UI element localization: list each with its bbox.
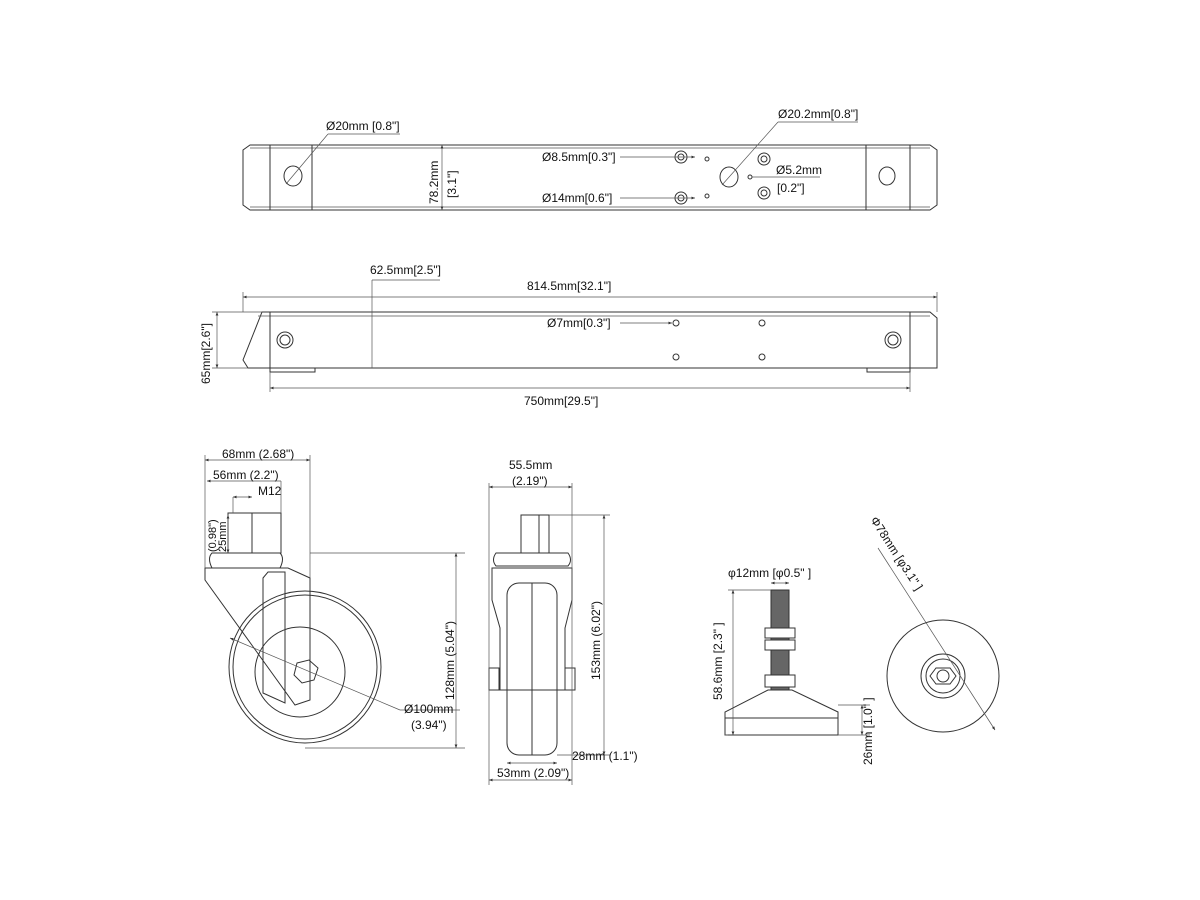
label-height-153: 153mm (6.02") bbox=[589, 601, 603, 680]
label-tread: 28mm (1.1") bbox=[572, 749, 638, 763]
label-stud: φ12mm [φ0.5" ] bbox=[728, 566, 811, 580]
label-fork: 53mm (2.09") bbox=[497, 766, 569, 780]
label-foot-height: 58.6mm [2.3" ] bbox=[711, 622, 725, 700]
label-offset: 62.5mm[2.5"] bbox=[370, 263, 441, 277]
label-hole-7: Ø7mm[0.3"] bbox=[547, 316, 611, 330]
label-overall-length: 814.5mm[32.1"] bbox=[527, 279, 611, 293]
label-height-128: 128mm (5.04") bbox=[443, 621, 457, 700]
label-hole-large-left: Ø20mm [0.8"] bbox=[326, 119, 400, 133]
top-view: Ø20mm [0.8"] Ø20.2mm[0.8"] Ø8.5mm[0.3"] … bbox=[242, 107, 938, 211]
label-hole-5-2-in: [0.2"] bbox=[777, 181, 805, 195]
label-height: 65mm[2.6"] bbox=[199, 323, 213, 384]
label-base-length: 750mm[29.5"] bbox=[524, 394, 598, 408]
label-hole-5-2: Ø5.2mm bbox=[776, 163, 822, 177]
label-hole-8-5: Ø8.5mm[0.3"] bbox=[542, 150, 616, 164]
label-base-diameter: Φ78mm [φ3.1" ] bbox=[867, 514, 925, 593]
side-view: 62.5mm[2.5"] 814.5mm[32.1"] Ø7mm[0.3"] 6… bbox=[199, 263, 938, 408]
caster-front-view: 55.5mm (2.19") 153mm (6.02") 28mm (1.1")… bbox=[488, 458, 638, 785]
leveling-foot: φ12mm [φ0.5" ] 58.6mm [2.3" ] 26mm [1.0"… bbox=[711, 514, 1000, 765]
label-front-width-in: (2.19") bbox=[512, 474, 548, 488]
label-wheel-in: (3.94") bbox=[411, 718, 447, 732]
label-front-width-mm: 55.5mm bbox=[509, 458, 552, 472]
label-hole-large-right: Ø20.2mm[0.8"] bbox=[778, 107, 858, 121]
label-wheel-mm: Ø100mm bbox=[404, 702, 453, 716]
label-width-68: 68mm (2.68") bbox=[222, 447, 294, 461]
label-width-in: [3.1"] bbox=[445, 170, 459, 198]
label-width-mm: 78.2mm bbox=[427, 161, 441, 204]
label-width-56: 56mm (2.2") bbox=[213, 468, 279, 482]
label-base-height: 26mm [1.0" ] bbox=[861, 697, 875, 765]
label-thread: M12 bbox=[258, 484, 282, 498]
label-hole-14: Ø14mm[0.6"] bbox=[542, 191, 612, 205]
label-stem-in: (0.98") bbox=[207, 519, 219, 552]
label-stem-mm: 25mm bbox=[217, 521, 229, 552]
caster-side-view: 68mm (2.68") 56mm (2.2") M12 25mm (0.98"… bbox=[204, 447, 465, 749]
